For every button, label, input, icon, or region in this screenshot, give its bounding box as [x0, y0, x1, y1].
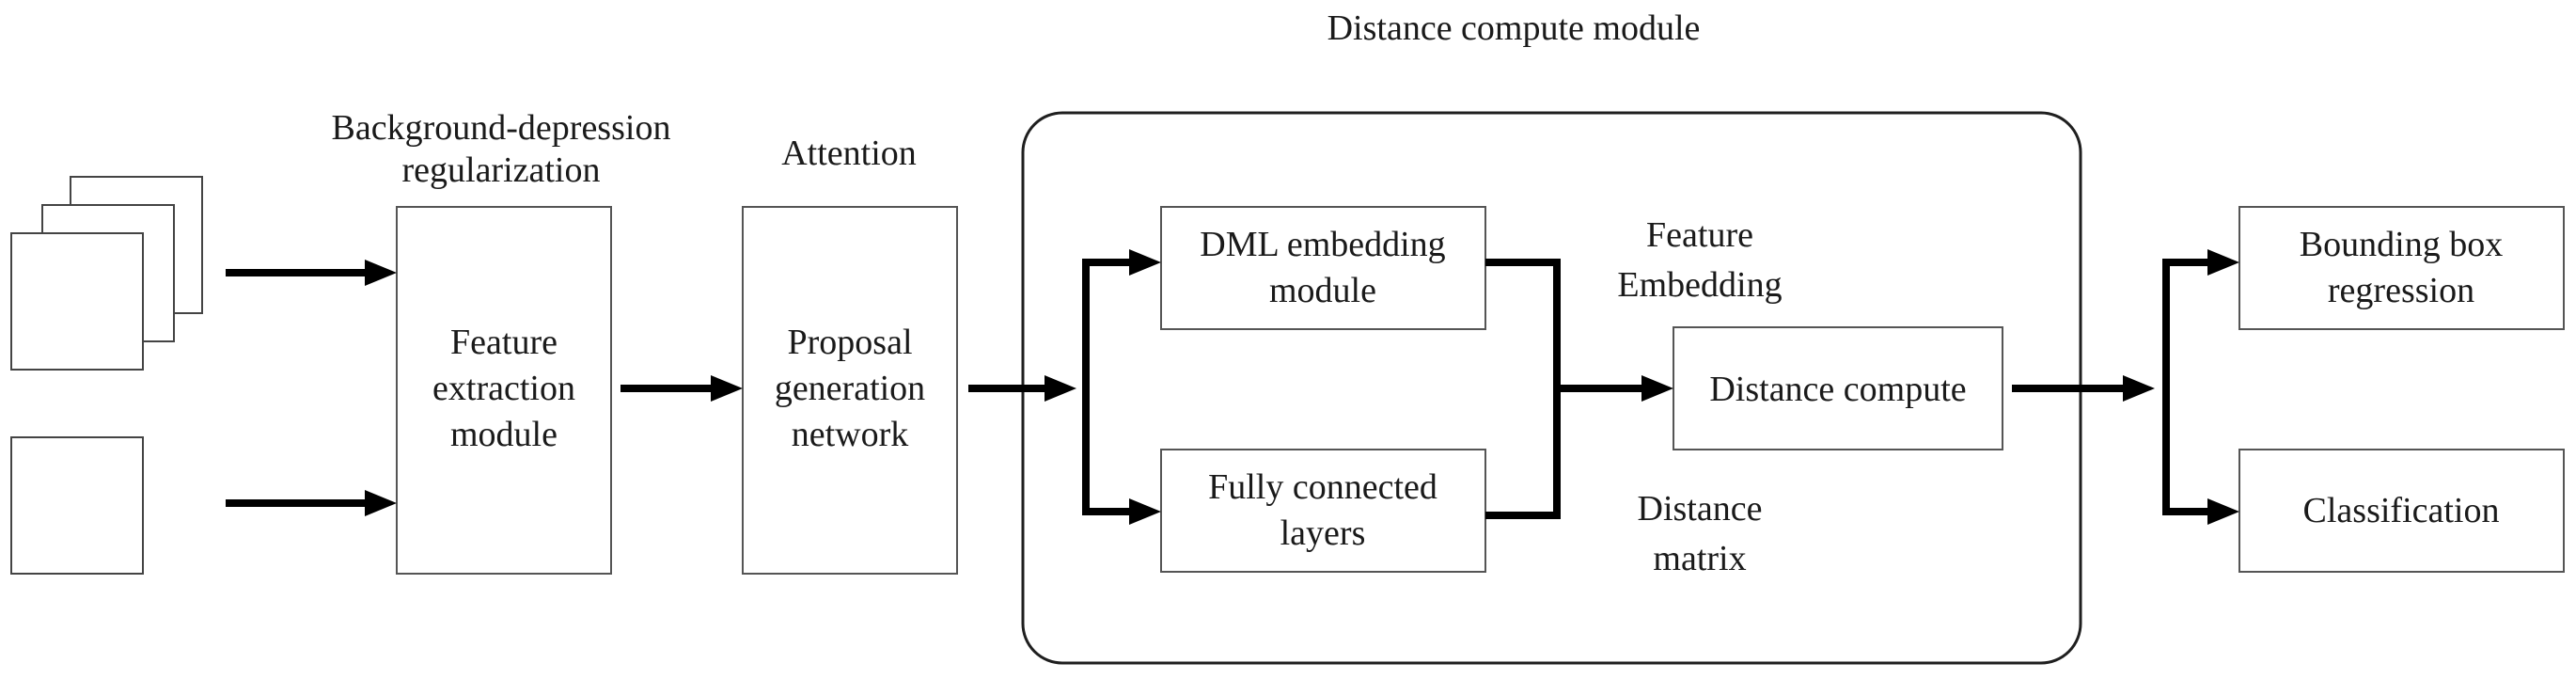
feature-extraction-box — [396, 206, 612, 575]
background-depression-label-line1: Background-depression — [332, 108, 671, 148]
fully-connected-line2: layers — [1280, 513, 1366, 553]
support-image-stack — [10, 176, 203, 371]
distance-compute-label: Distance compute — [1709, 370, 1966, 409]
classification-box — [2238, 449, 2565, 573]
dml-embedding-box — [1160, 206, 1486, 330]
arrow-support-to-feature-extraction — [226, 260, 397, 286]
proposal-generation-box — [742, 206, 958, 575]
bbox-regression-line1: Bounding box — [2300, 225, 2503, 264]
arrow-proposal-to-split — [968, 375, 1076, 402]
distance-matrix-label-line1: Distance — [1638, 489, 1763, 529]
query-image — [10, 436, 144, 575]
feature-extraction-line3: module — [450, 415, 558, 454]
arrow-feature-to-proposal — [620, 375, 743, 402]
classification-label: Classification — [2303, 491, 2500, 530]
feature-embedding-label-line2: Embedding — [1617, 265, 1782, 305]
fully-connected-line1: Fully connected — [1208, 467, 1437, 507]
dml-embedding-line2: module — [1269, 271, 1376, 310]
attention-label: Attention — [781, 134, 917, 173]
background-depression-label-line2: regularization — [401, 150, 600, 190]
distance-compute-module-title: Distance compute module — [1327, 8, 1701, 48]
proposal-generation-line2: generation — [775, 369, 925, 408]
merge-to-distance-compute — [1485, 259, 1673, 519]
fully-connected-box — [1160, 449, 1486, 573]
feature-embedding-label-line1: Feature — [1646, 215, 1753, 255]
proposal-generation-line1: Proposal — [788, 323, 913, 362]
branch-to-embedding-and-fc — [1082, 249, 1161, 525]
arrow-distance-to-output-split — [2012, 375, 2155, 402]
support-image-front — [10, 232, 144, 371]
feature-extraction-line1: Feature — [450, 323, 558, 362]
bbox-regression-box — [2238, 206, 2565, 330]
branch-to-outputs — [2162, 249, 2239, 525]
arrow-query-to-feature-extraction — [226, 490, 397, 516]
dml-embedding-line1: DML embedding — [1200, 225, 1445, 264]
feature-extraction-line2: extraction — [432, 369, 575, 408]
distance-matrix-label-line2: matrix — [1653, 539, 1746, 578]
proposal-generation-line3: network — [792, 415, 909, 454]
bbox-regression-line2: regression — [2328, 271, 2474, 310]
